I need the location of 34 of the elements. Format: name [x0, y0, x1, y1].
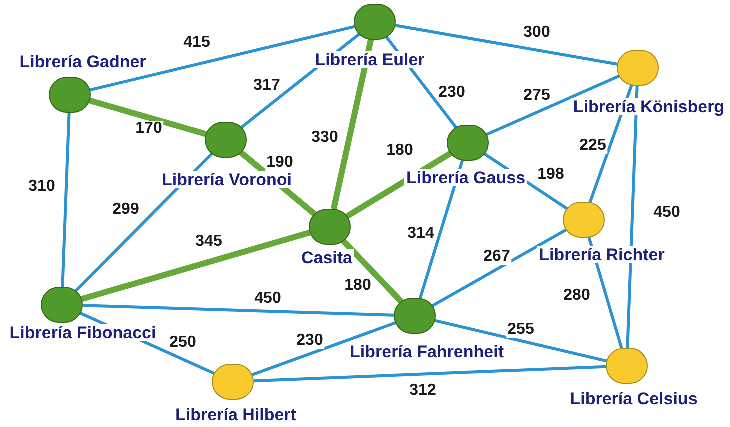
edge-label: 267	[482, 249, 512, 265]
node-label: Librería Gadner	[18, 54, 148, 70]
connector-line	[74, 152, 214, 292]
node-label: Librería Fibonacci	[8, 324, 158, 342]
node-label: Librería Gauss	[404, 170, 528, 186]
edge-label: 225	[578, 138, 608, 154]
connector-line	[81, 230, 311, 302]
connector-line	[418, 160, 464, 300]
connector-line	[341, 238, 404, 304]
connector-line	[346, 150, 452, 220]
edge-label: 230	[296, 333, 324, 349]
connector-line	[395, 24, 618, 66]
edge-label: 190	[266, 155, 294, 171]
connector-line	[588, 84, 634, 204]
connector-line	[61, 112, 71, 288]
node-label: Librería Celsius	[568, 390, 700, 408]
connector-line	[254, 365, 606, 383]
edge-label: 255	[506, 322, 536, 338]
node-label: Casita	[299, 250, 355, 266]
node-label: Librería Fahrenheit	[348, 344, 506, 360]
node-label: Librería Euler	[313, 52, 427, 68]
connector-line	[252, 322, 396, 376]
node-label: Librería Hilbert	[174, 406, 298, 424]
connector-line	[432, 228, 568, 308]
connector-line	[82, 304, 394, 317]
connector-line	[434, 319, 608, 363]
connector-line	[89, 98, 207, 138]
edge-label: 230	[438, 85, 466, 101]
connector-line	[90, 25, 356, 92]
connector-line	[588, 237, 624, 349]
connector-line	[486, 74, 620, 136]
connector-line	[330, 39, 374, 210]
node-label: Librería Richter	[537, 246, 667, 264]
connector-line	[626, 86, 639, 348]
